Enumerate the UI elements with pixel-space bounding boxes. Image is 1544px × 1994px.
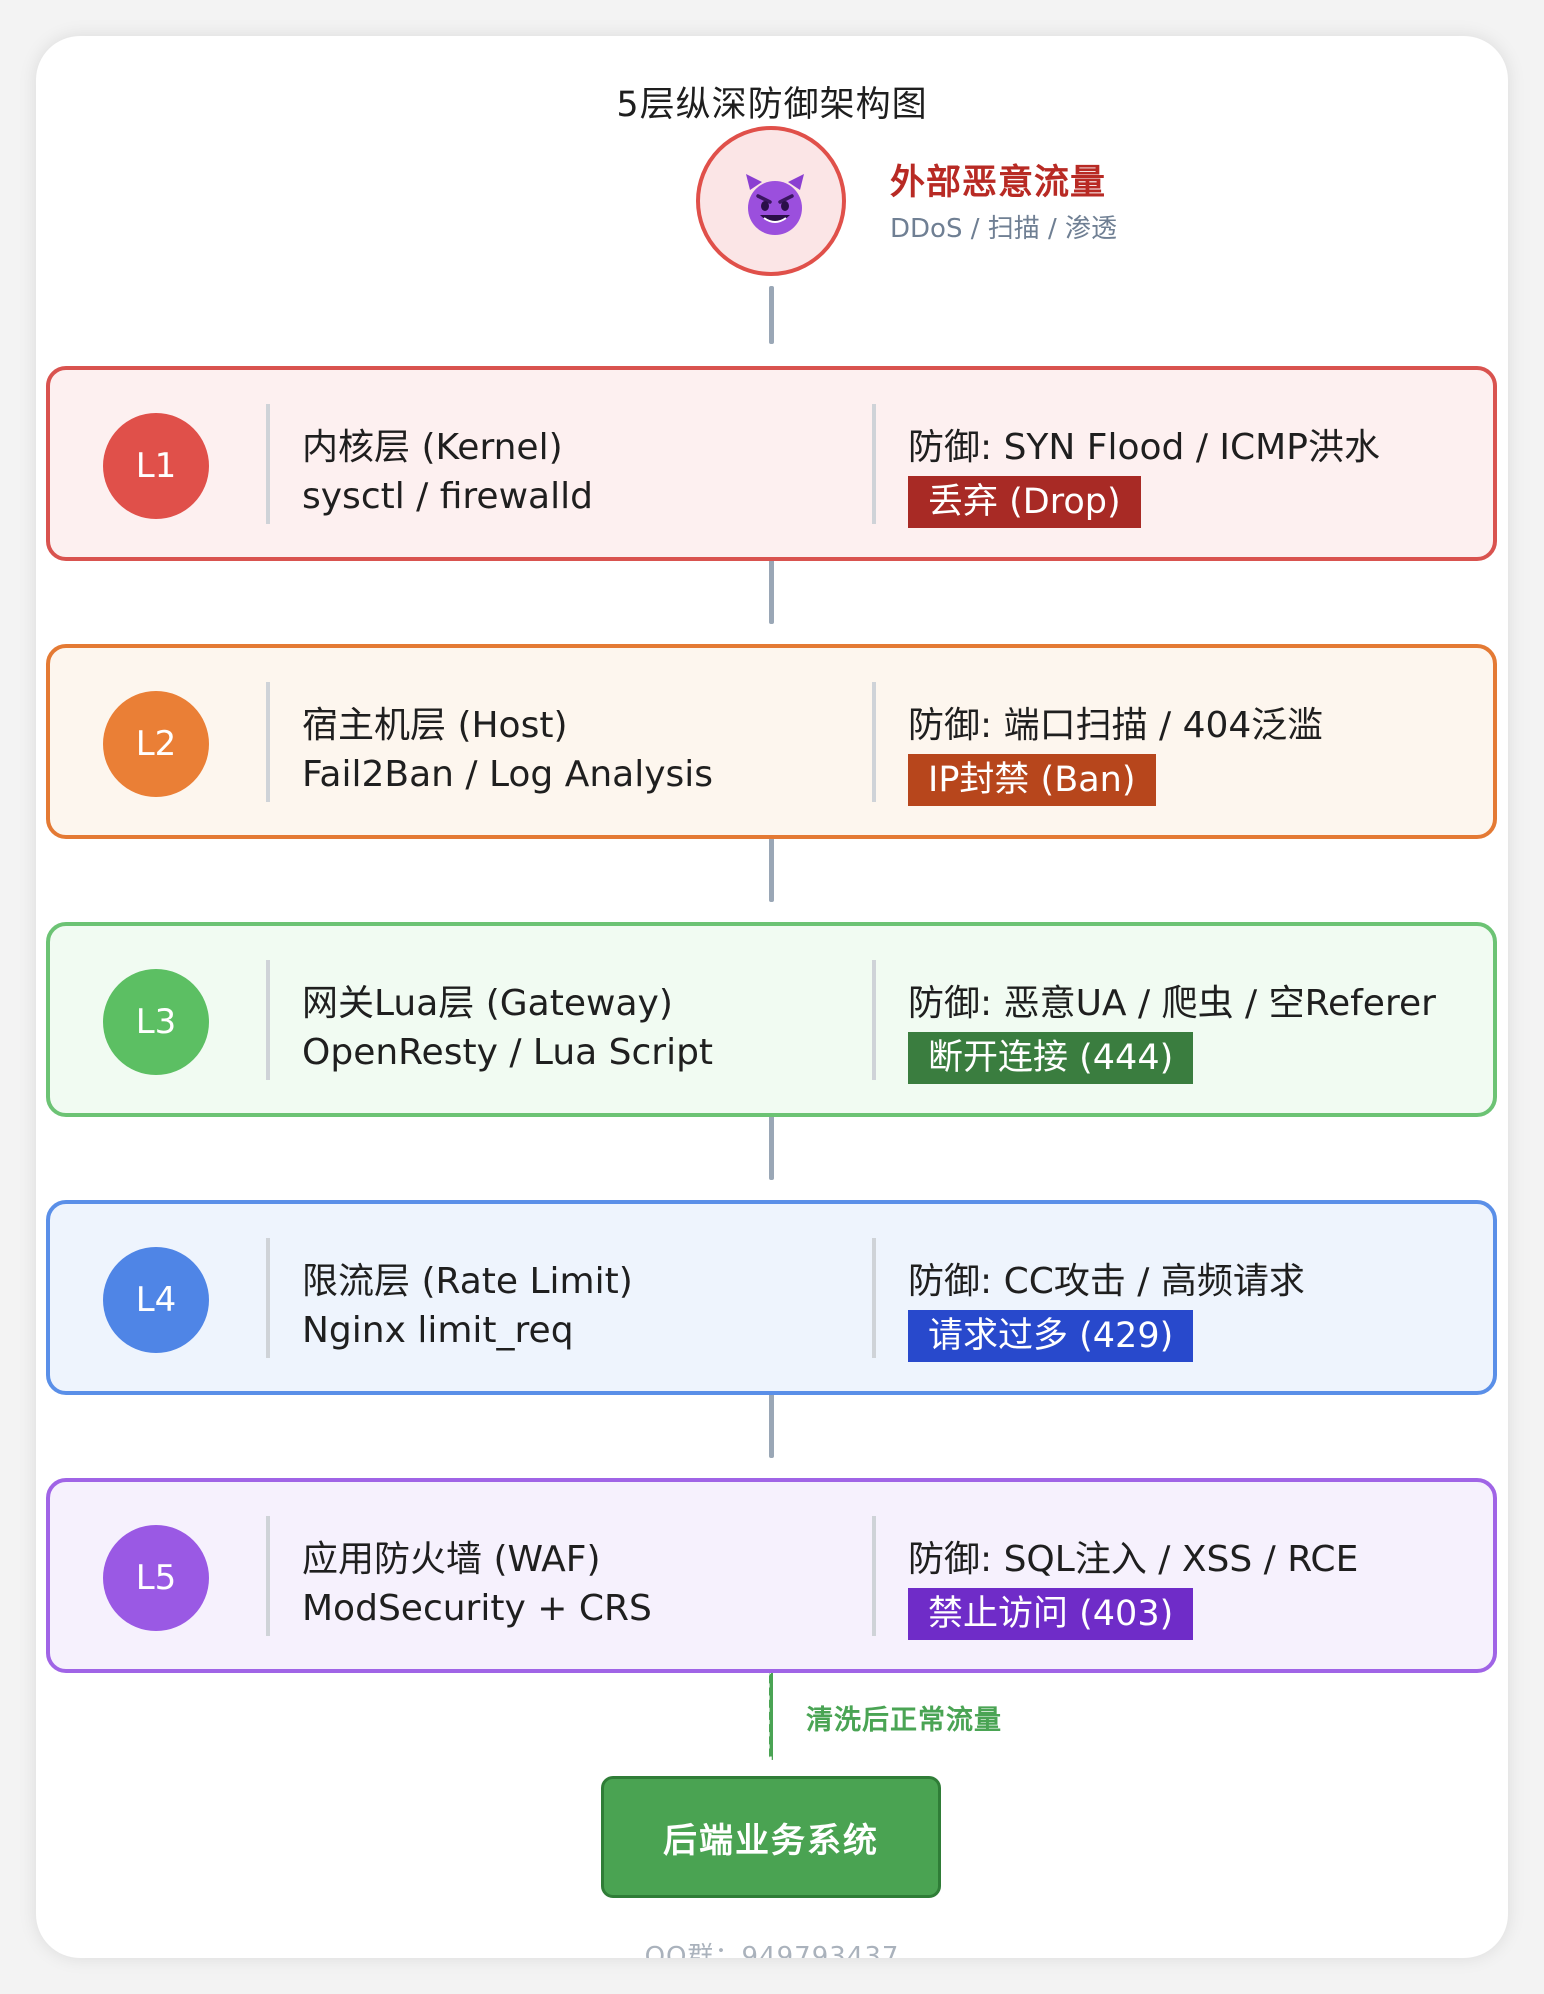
layer-defense: 防御: CC攻击 / 高频请求 bbox=[908, 1261, 1305, 1302]
connector-l5-backend bbox=[769, 1670, 774, 1760]
threat-subtitle: DDoS / 扫描 / 渗透 bbox=[890, 214, 1118, 244]
divider bbox=[266, 682, 270, 802]
divider bbox=[872, 1238, 876, 1358]
divider bbox=[872, 960, 876, 1080]
layer-defense: 防御: SQL注入 / XSS / RCE bbox=[908, 1539, 1359, 1580]
backend-system-node: 后端业务系统 bbox=[601, 1776, 941, 1898]
layer-defense: 防御: 端口扫描 / 404泛滥 bbox=[908, 705, 1324, 746]
layer-card: L4 限流层 (Rate Limit) Nginx limit_req 防御: … bbox=[46, 1200, 1497, 1395]
layer-action-badge: 丢弃 (Drop) bbox=[908, 476, 1141, 528]
layer-defense: 防御: SYN Flood / ICMP洪水 bbox=[908, 427, 1380, 468]
layer-tech: sysctl / firewalld bbox=[302, 476, 593, 517]
layer-card: L1 内核层 (Kernel) sysctl / firewalld 防御: S… bbox=[46, 366, 1497, 561]
layer-name: 限流层 (Rate Limit) bbox=[302, 1261, 633, 1302]
clean-traffic-label: 清洗后正常流量 bbox=[806, 1705, 1002, 1736]
layer-name: 宿主机层 (Host) bbox=[302, 705, 568, 746]
divider bbox=[872, 682, 876, 802]
connector-l3-l4 bbox=[769, 1114, 774, 1180]
layer-tech: ModSecurity + CRS bbox=[302, 1588, 652, 1629]
layer-action-badge: 断开连接 (444) bbox=[908, 1032, 1194, 1084]
layer-tech: Fail2Ban / Log Analysis bbox=[302, 754, 714, 795]
connector-threat-l1 bbox=[769, 286, 774, 344]
layer-action-badge: 禁止访问 (403) bbox=[908, 1588, 1194, 1640]
connector-l2-l3 bbox=[769, 836, 774, 902]
layer-card: L5 应用防火墙 (WAF) ModSecurity + CRS 防御: SQL… bbox=[46, 1478, 1497, 1673]
divider bbox=[266, 1516, 270, 1636]
layer-action-badge: 请求过多 (429) bbox=[908, 1310, 1194, 1362]
layer-tech: Nginx limit_req bbox=[302, 1310, 574, 1351]
threat-title: 外部恶意流量 bbox=[890, 163, 1107, 203]
threat-node bbox=[696, 126, 846, 276]
layer-badge: L4 bbox=[103, 1247, 209, 1353]
layer-name: 网关Lua层 (Gateway) bbox=[302, 983, 673, 1024]
layer-badge: L2 bbox=[103, 691, 209, 797]
layer-tech: OpenResty / Lua Script bbox=[302, 1032, 714, 1073]
divider bbox=[872, 404, 876, 524]
layer-name: 应用防火墙 (WAF) bbox=[302, 1539, 601, 1580]
divider bbox=[872, 1516, 876, 1636]
layer-card: L3 网关Lua层 (Gateway) OpenResty / Lua Scri… bbox=[46, 922, 1497, 1117]
smiling-devil-icon bbox=[746, 174, 804, 235]
connector-l4-l5 bbox=[769, 1392, 774, 1458]
layer-action-badge: IP封禁 (Ban) bbox=[908, 754, 1156, 806]
layer-badge: L1 bbox=[103, 413, 209, 519]
diagram-card: 5层纵深防御架构图 外部恶意流量 DDoS / 扫描 / 渗透 L1 内核层 (… bbox=[36, 36, 1508, 1958]
divider bbox=[266, 960, 270, 1080]
layer-badge: L3 bbox=[103, 969, 209, 1075]
layer-badge: L5 bbox=[103, 1525, 209, 1631]
divider bbox=[266, 404, 270, 524]
layer-name: 内核层 (Kernel) bbox=[302, 427, 563, 468]
diagram-title: 5层纵深防御架构图 bbox=[616, 85, 928, 125]
divider bbox=[266, 1238, 270, 1358]
layer-defense: 防御: 恶意UA / 爬虫 / 空Referer bbox=[908, 983, 1436, 1024]
layer-card: L2 宿主机层 (Host) Fail2Ban / Log Analysis 防… bbox=[46, 644, 1497, 839]
watermark: QQ群：949793437 bbox=[644, 1942, 900, 1958]
connector-l1-l2 bbox=[769, 558, 774, 624]
